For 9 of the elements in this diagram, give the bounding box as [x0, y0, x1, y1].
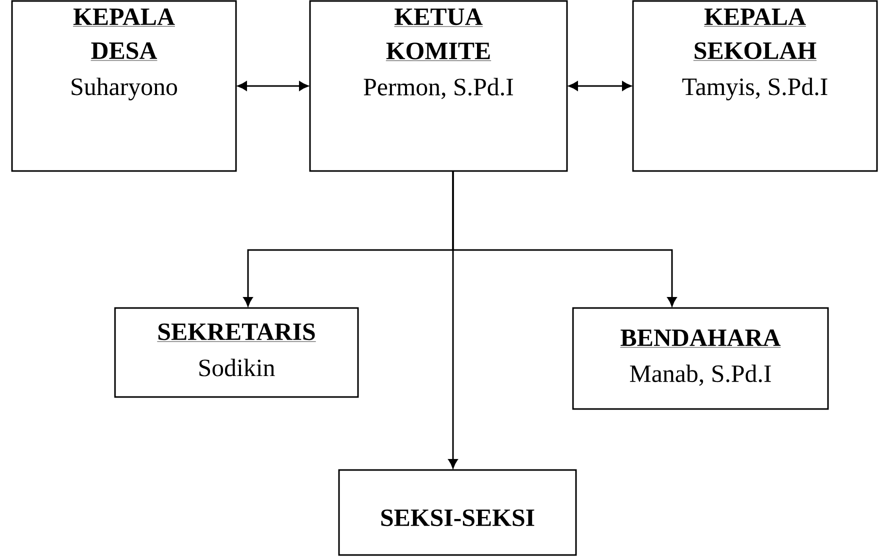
org-box: BENDAHARA Manab, S.Pd.I [572, 307, 829, 410]
org-box: KEPALA SEKOLAH Tamyis, S.Pd.I [632, 0, 878, 172]
org-box: SEKRETARIS Sodikin [114, 307, 359, 398]
org-box: KEPALA DESA Suharyono [11, 0, 237, 172]
arrow [238, 81, 308, 91]
org-box: KETUA KOMITE Permon, S.Pd.I [309, 0, 568, 172]
arrow [448, 171, 458, 468]
arrow [568, 81, 632, 91]
org-box: SEKSI-SEKSI [338, 469, 577, 556]
